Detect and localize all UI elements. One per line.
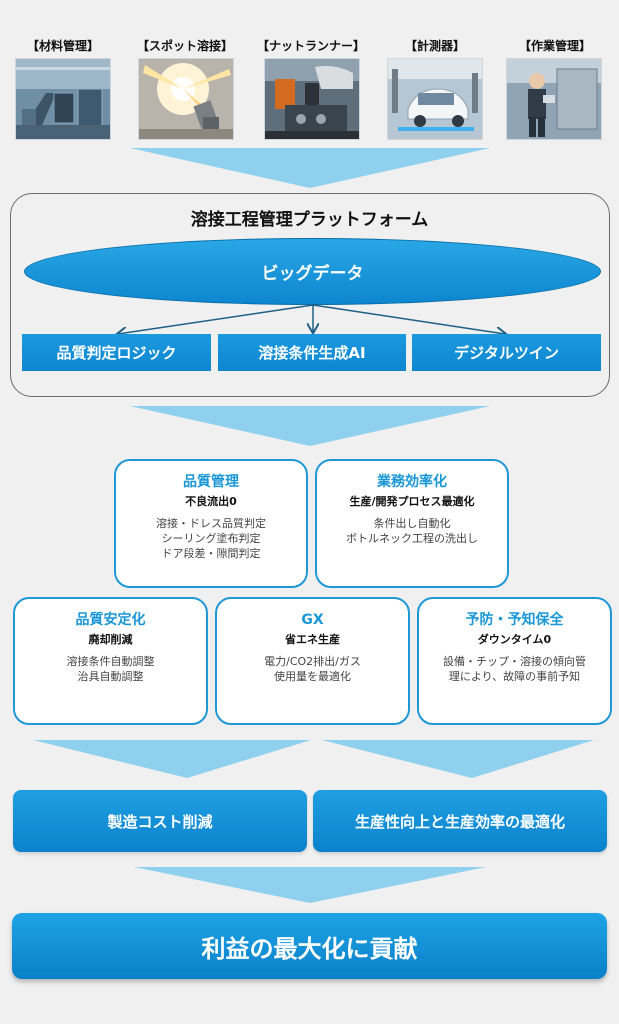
card-subtitle: 廃却削減	[88, 633, 133, 646]
funnel-arrow-to-cost	[33, 740, 311, 778]
final-profit-box: 利益の最大化に貢献	[12, 913, 607, 979]
funnel-arrow-to-benefits	[130, 406, 490, 446]
funnel-arrow-to-productivity	[322, 740, 594, 778]
card-line: 条件出し自動化	[373, 517, 451, 530]
result-cost-reduction-label: 製造コスト削減	[107, 812, 213, 831]
result-productivity: 生産性向上と生産効率の最適化	[313, 790, 607, 852]
feature-quality-logic: 品質判定ロジック	[22, 334, 211, 371]
funnel-arrow-to-platform	[130, 148, 490, 188]
card-line: ドア段差・隙間判定	[161, 547, 261, 560]
factory-line-photo-icon	[15, 58, 111, 140]
card-line: 理により、故障の事前予知	[448, 670, 581, 683]
card-title: GX	[301, 612, 324, 628]
nutrunner-photo-icon	[264, 58, 360, 140]
worker-photo-icon	[506, 58, 602, 140]
benefit-card-maintenance: 予防・予知保全 ダウンタイム0 設備・チップ・溶接の傾向管 理により、故障の事前…	[417, 597, 612, 725]
result-productivity-label: 生産性向上と生産効率の最適化	[354, 812, 565, 831]
card-subtitle: 省エネ生産	[285, 633, 340, 646]
card-subtitle: ダウンタイム0	[477, 633, 552, 646]
card-title: 品質管理	[183, 474, 239, 490]
card-line: シーリング塗布判定	[161, 532, 261, 545]
source-label-work-management: 【作業管理】	[518, 39, 591, 53]
card-title: 予防・予知保全	[465, 612, 564, 628]
bigdata-ellipse: ビッグデータ	[24, 238, 601, 305]
card-subtitle: 生産/開発プロセス最適化	[349, 495, 475, 508]
feature-quality-logic-label: 品質判定ロジック	[56, 344, 177, 362]
welding-sparks-photo-icon	[138, 58, 234, 140]
result-cost-reduction: 製造コスト削減	[13, 790, 307, 852]
card-title: 品質安定化	[75, 612, 146, 628]
benefit-card-quality-stability: 品質安定化 廃却削減 溶接条件自動調整 治具自動調整	[13, 597, 208, 725]
bigdata-connector-arrows	[0, 304, 619, 400]
card-line: 使用量を最適化	[274, 670, 351, 683]
card-line: 電力/CO2排出/ガス	[264, 655, 361, 668]
benefit-card-efficiency: 業務効率化 生産/開発プロセス最適化 条件出し自動化 ボトルネック工程の洗出し	[315, 459, 509, 588]
feature-digital-twin: デジタルツイン	[412, 334, 601, 371]
feature-welding-ai: 溶接条件生成AI	[218, 334, 406, 371]
bigdata-label: ビッグデータ	[261, 264, 364, 284]
source-label-material: 【材料管理】	[26, 39, 99, 53]
card-line: 溶接条件自動調整	[66, 655, 155, 668]
card-line: 設備・チップ・溶接の傾向管	[443, 655, 586, 668]
card-line: ボトルネック工程の洗出し	[346, 532, 478, 545]
feature-welding-ai-label: 溶接条件生成AI	[258, 344, 366, 362]
card-title: 業務効率化	[377, 474, 447, 490]
benefit-card-quality-management: 品質管理 不良流出0 溶接・ドレス品質判定 シーリング塗布判定 ドア段差・隙間判…	[114, 459, 308, 588]
source-label-measuring: 【計測器】	[404, 39, 465, 53]
card-line: 治具自動調整	[77, 670, 144, 683]
source-label-nutrunner: 【ナットランナー】	[256, 39, 365, 53]
funnel-arrow-to-profit	[134, 867, 486, 903]
feature-digital-twin-label: デジタルツイン	[454, 344, 559, 362]
platform-title: 溶接工程管理プラットフォーム	[190, 210, 429, 230]
measuring-robot-photo-icon	[387, 58, 483, 140]
final-profit-label: 利益の最大化に貢献	[201, 934, 418, 963]
benefit-card-gx: GX 省エネ生産 電力/CO2排出/ガス 使用量を最適化	[215, 597, 410, 725]
source-label-spot-welding: 【スポット溶接】	[136, 39, 233, 53]
card-subtitle: 不良流出0	[185, 495, 237, 508]
card-line: 溶接・ドレス品質判定	[156, 517, 266, 530]
